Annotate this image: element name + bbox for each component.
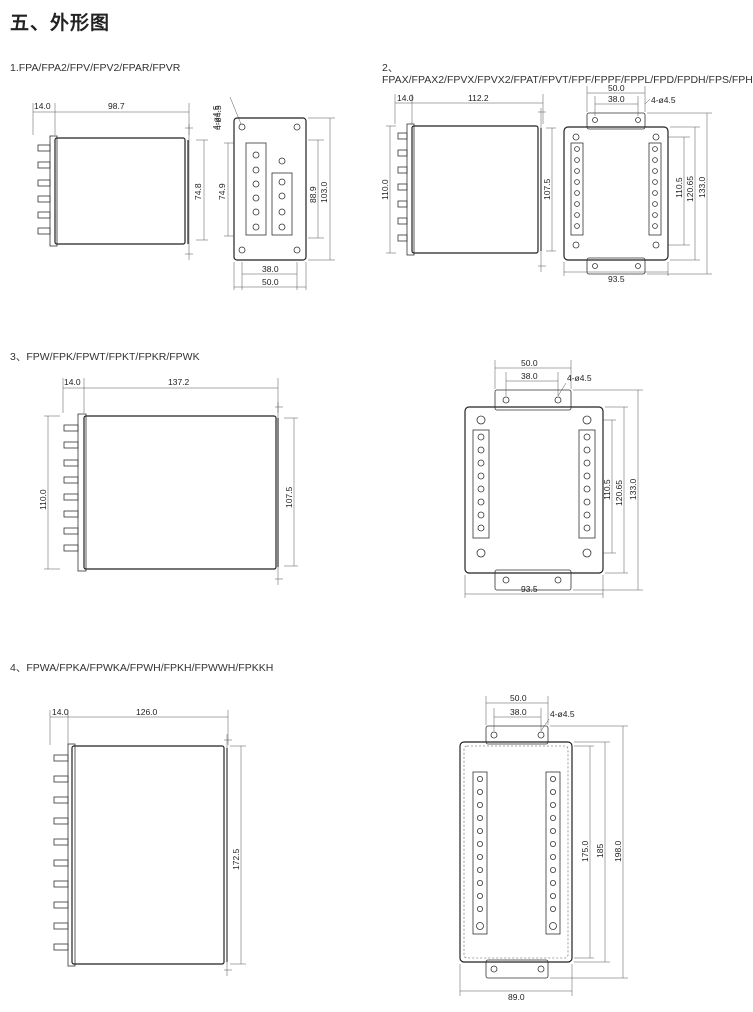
s2-front-dim-d: 120.65 [685,176,695,202]
section-2-caption: 2、FPAX/FPAX2/FPVX/FPVX2/FPAT/FPVT/FPF/FP… [382,62,753,86]
s4-front-dim-e: 198.0 [613,840,623,862]
s2-front-dim-c: 110.5 [674,177,684,198]
section-3-side-view: 14.0 137.2 110.0 107.5 [38,377,298,585]
s1-front-hole-text: 4-ø4.5 [211,105,221,130]
s3-front-dim-a: 50.0 [521,358,538,368]
s2-side-dim-c: 110.0 [380,179,390,200]
s4-front-dim-d: 185 [595,844,605,858]
s1-side-dim-a: 14.0 [34,101,51,111]
s1-front-hole-label: 4-ø4.5 [213,105,223,130]
s2-side-dim-a: 14.0 [397,93,414,103]
s1-front-dim-c: 103.0 [319,181,329,203]
s3-side-dim-b: 137.2 [168,377,190,387]
s4-side-dim-a: 14.0 [52,707,69,717]
section-2-side-view: 14.0 112.2 110.0 107.5 [380,93,556,272]
s2-front-dim-a: 50.0 [608,83,625,93]
section-3-caption: 3、FPW/FPK/FPWT/FPKT/FPKR/FPWK [10,351,200,363]
page-title: 五、外形图 [10,12,111,34]
s2-side-dim-d: 107.5 [542,178,552,200]
s3-side-dim-c: 110.0 [38,489,48,510]
s4-front-dim-c: 175.0 [580,840,590,862]
s2-front-dim-e: 133.0 [697,176,707,198]
section-4-caption: 4、FPWA/FPKA/FPWKA/FPWH/FPKH/FPWWH/FPKKH [10,662,274,674]
s3-front-dim-f: 93.5 [521,584,538,594]
s2-front-hole-label: 4-ø4.5 [651,95,676,105]
section-1-side-view: 14.0 98.7 74.8 [32,101,208,260]
s3-front-hole-label: 4-ø4.5 [567,373,592,383]
s4-side-dim-b: 126.0 [136,707,158,717]
s3-front-dim-b: 38.0 [521,371,538,381]
section-2-front-view: 50.0 38.0 4-ø4.5 110.5 120.65 133.0 93.5 [563,83,712,284]
s1-side-dim-b: 98.7 [108,101,125,111]
s1-front-dim-b: 88.9 [308,186,318,203]
section-4-side-view: 14.0 126.0 172.5 [49,707,246,976]
s1-front-dim-e: 50.0 [262,277,279,287]
section-1-caption: 1.FPA/FPA2/FPV/FPV2/FPAR/FPVR [10,62,181,74]
s2-side-dim-b: 112.2 [468,93,489,103]
s1-side-dim-c: 74.8 [193,183,203,200]
outline-drawings: 14.0 98.7 74.8 4-ø4.5 [32,83,712,1002]
section-1-front-view: 4-ø4.5 74.9 88.9 103.0 38.0 50.0 [211,96,335,290]
s1-front-dim-a: 74.9 [217,183,227,200]
s1-front-dim-d: 38.0 [262,264,279,274]
section-3-front-view: 50.0 38.0 4-ø4.5 110.5 120.65 133.0 93.5 [464,358,643,598]
s4-side-dim-c: 172.5 [231,848,241,870]
s4-front-hole-label: 4-ø4.5 [550,709,575,719]
s4-front-dim-f: 89.0 [508,992,525,1002]
s3-side-dim-d: 107.5 [284,486,294,508]
s4-front-dim-a: 50.0 [510,693,527,703]
s2-front-dim-f: 93.5 [608,274,625,284]
s3-side-dim-a: 14.0 [64,377,81,387]
section-4-front-view: 50.0 38.0 4-ø4.5 175.0 185 198.0 89.0 [459,693,628,1002]
s2-front-dim-b: 38.0 [608,94,625,104]
s3-front-dim-d: 120.65 [614,480,624,506]
s3-front-dim-e: 133.0 [628,478,638,500]
s4-front-dim-b: 38.0 [510,707,527,717]
s3-front-dim-c: 110.5 [602,479,612,500]
